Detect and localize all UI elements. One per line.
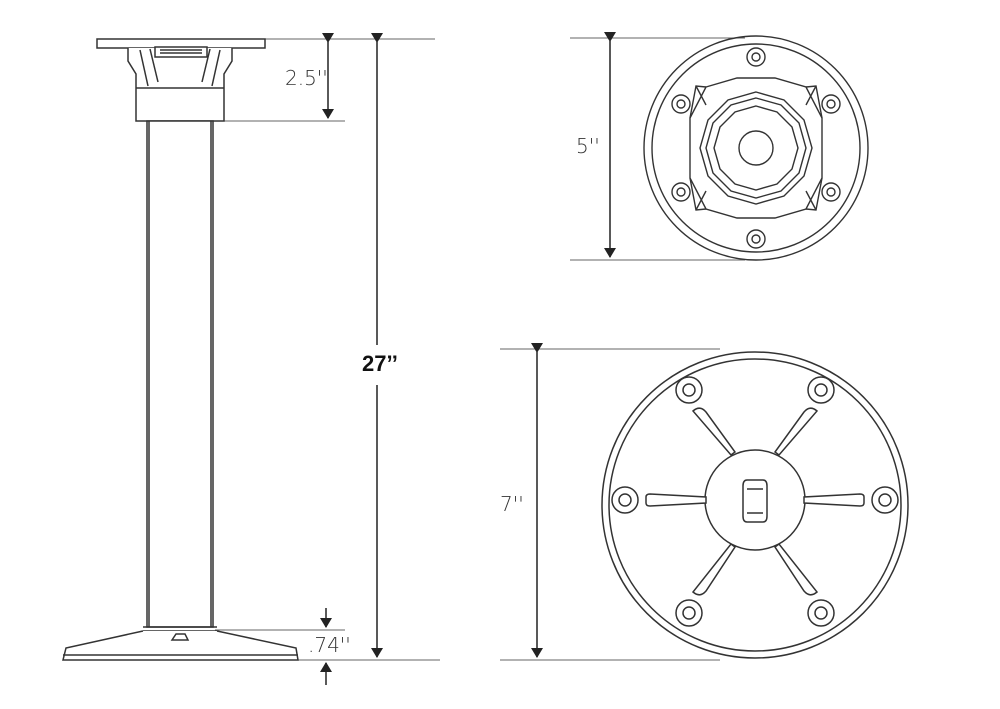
pedestal-column [146,120,214,628]
side-view-dimensions [215,38,440,661]
top-plate-dimension [570,32,745,261]
base-ribs [645,407,865,596]
base-dimension [500,343,720,661]
top-plate-center-hole [738,130,774,166]
label-mount-height: 2.5'' [285,66,328,90]
base-outer-ring [601,351,909,659]
label-top-plate-diameter: 5'' [576,134,600,158]
top-plate-view [643,35,869,261]
base-mounting-holes [611,376,899,627]
label-total-height: 27’’ [362,351,398,376]
top-plate-dodecagon-outer [699,91,813,205]
base-center-slot [742,479,768,523]
top-plate-mounting-holes [671,47,841,249]
label-base-diameter: 7'' [500,492,524,516]
pedestal-side-view [62,38,299,661]
mount-cup [127,48,233,122]
latch-detail [139,46,221,87]
top-plate-outer-ring [643,35,869,261]
label-base-thickness: .74'' [308,633,351,657]
base-bottom-view [601,351,909,659]
pedestal-base [62,626,299,661]
